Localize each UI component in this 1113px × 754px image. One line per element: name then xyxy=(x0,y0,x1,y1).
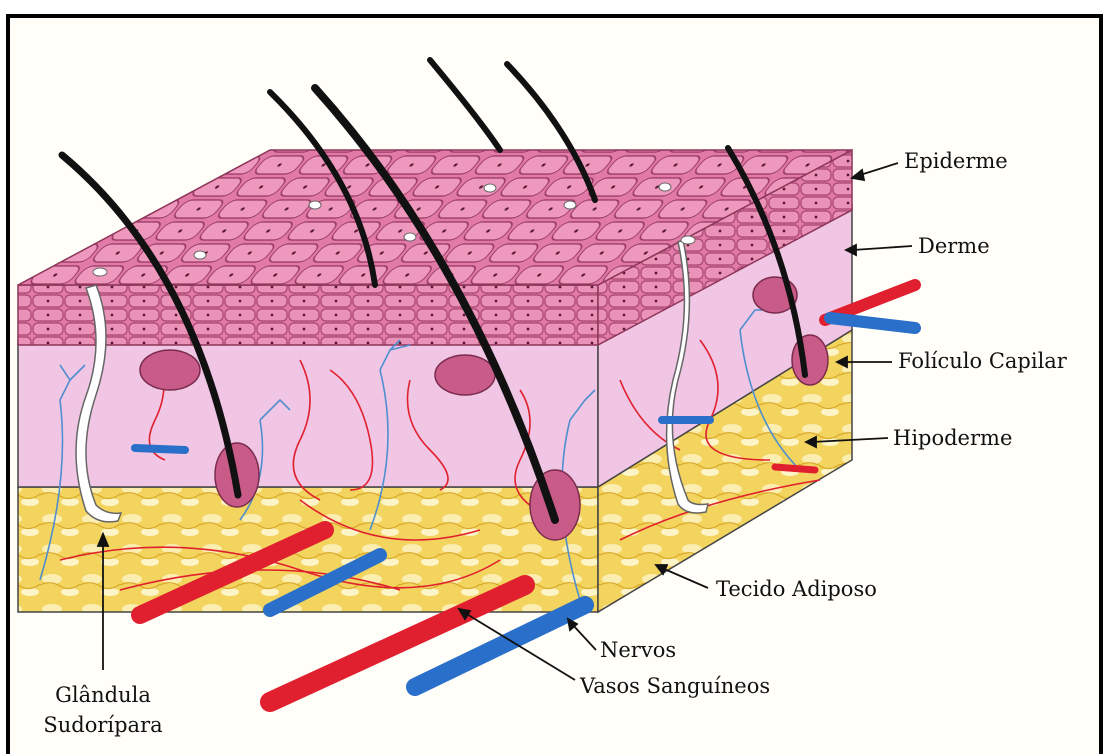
label-foliculo-capilar: Folículo Capilar xyxy=(898,351,1067,372)
label-derme: Derme xyxy=(918,236,990,257)
label-sudoripara: Sudorípara xyxy=(43,715,162,736)
dermis-front xyxy=(18,340,598,487)
label-vasos-sanguineos: Vasos Sanguíneos xyxy=(580,676,770,697)
label-epiderme: Epiderme xyxy=(904,151,1008,172)
label-nervos: Nervos xyxy=(600,640,676,661)
label-tecido-adiposo: Tecido Adiposo xyxy=(716,579,877,600)
label-glandula: Glândula xyxy=(55,685,151,706)
label-hipoderme: Hipoderme xyxy=(893,428,1012,449)
